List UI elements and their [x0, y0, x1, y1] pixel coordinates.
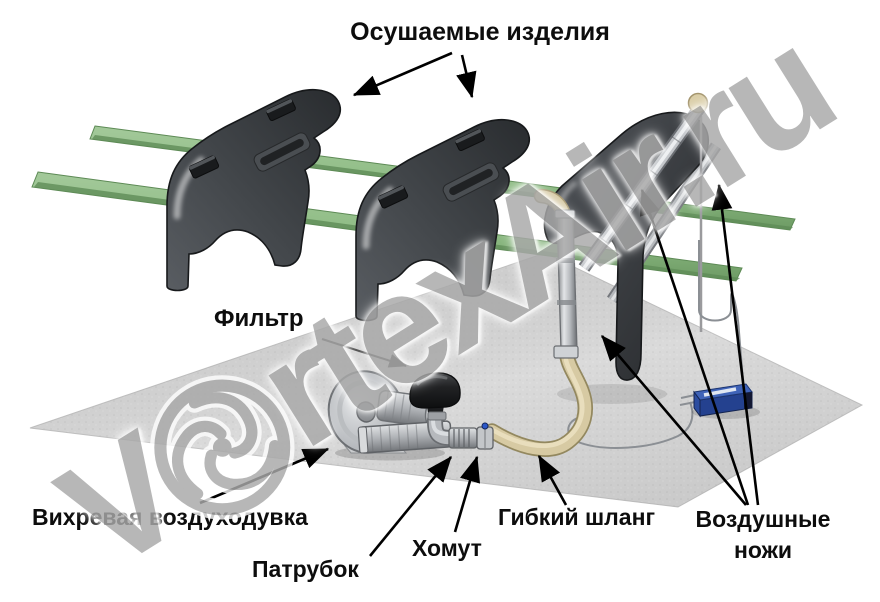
label-air-knives-line2: ножи — [733, 537, 793, 563]
pipe-coupling — [448, 427, 478, 449]
air-knife-assembly — [533, 92, 709, 351]
outlet-piping — [427, 411, 494, 450]
label-vortex-blower: Вихревая воздуходувка — [32, 504, 308, 530]
flexible-hose — [484, 345, 593, 457]
label-air-knives-line1: Воздушные — [695, 506, 831, 532]
label-air-knives: Воздушные ножи — [678, 504, 848, 566]
title-dried-products: Осушаемые изделия — [350, 18, 610, 46]
air-manifold — [533, 188, 578, 351]
vortex-blower — [327, 370, 494, 461]
knife-top-cap — [687, 92, 709, 114]
label-clamp: Хомут — [412, 535, 482, 561]
label-filter: Фильтр — [214, 305, 304, 332]
label-pipe-fitting: Патрубок — [252, 556, 359, 582]
hose-clamp — [476, 422, 494, 450]
air-knife-front — [578, 101, 707, 272]
label-flexible-hose: Гибкий шланг — [498, 504, 656, 530]
